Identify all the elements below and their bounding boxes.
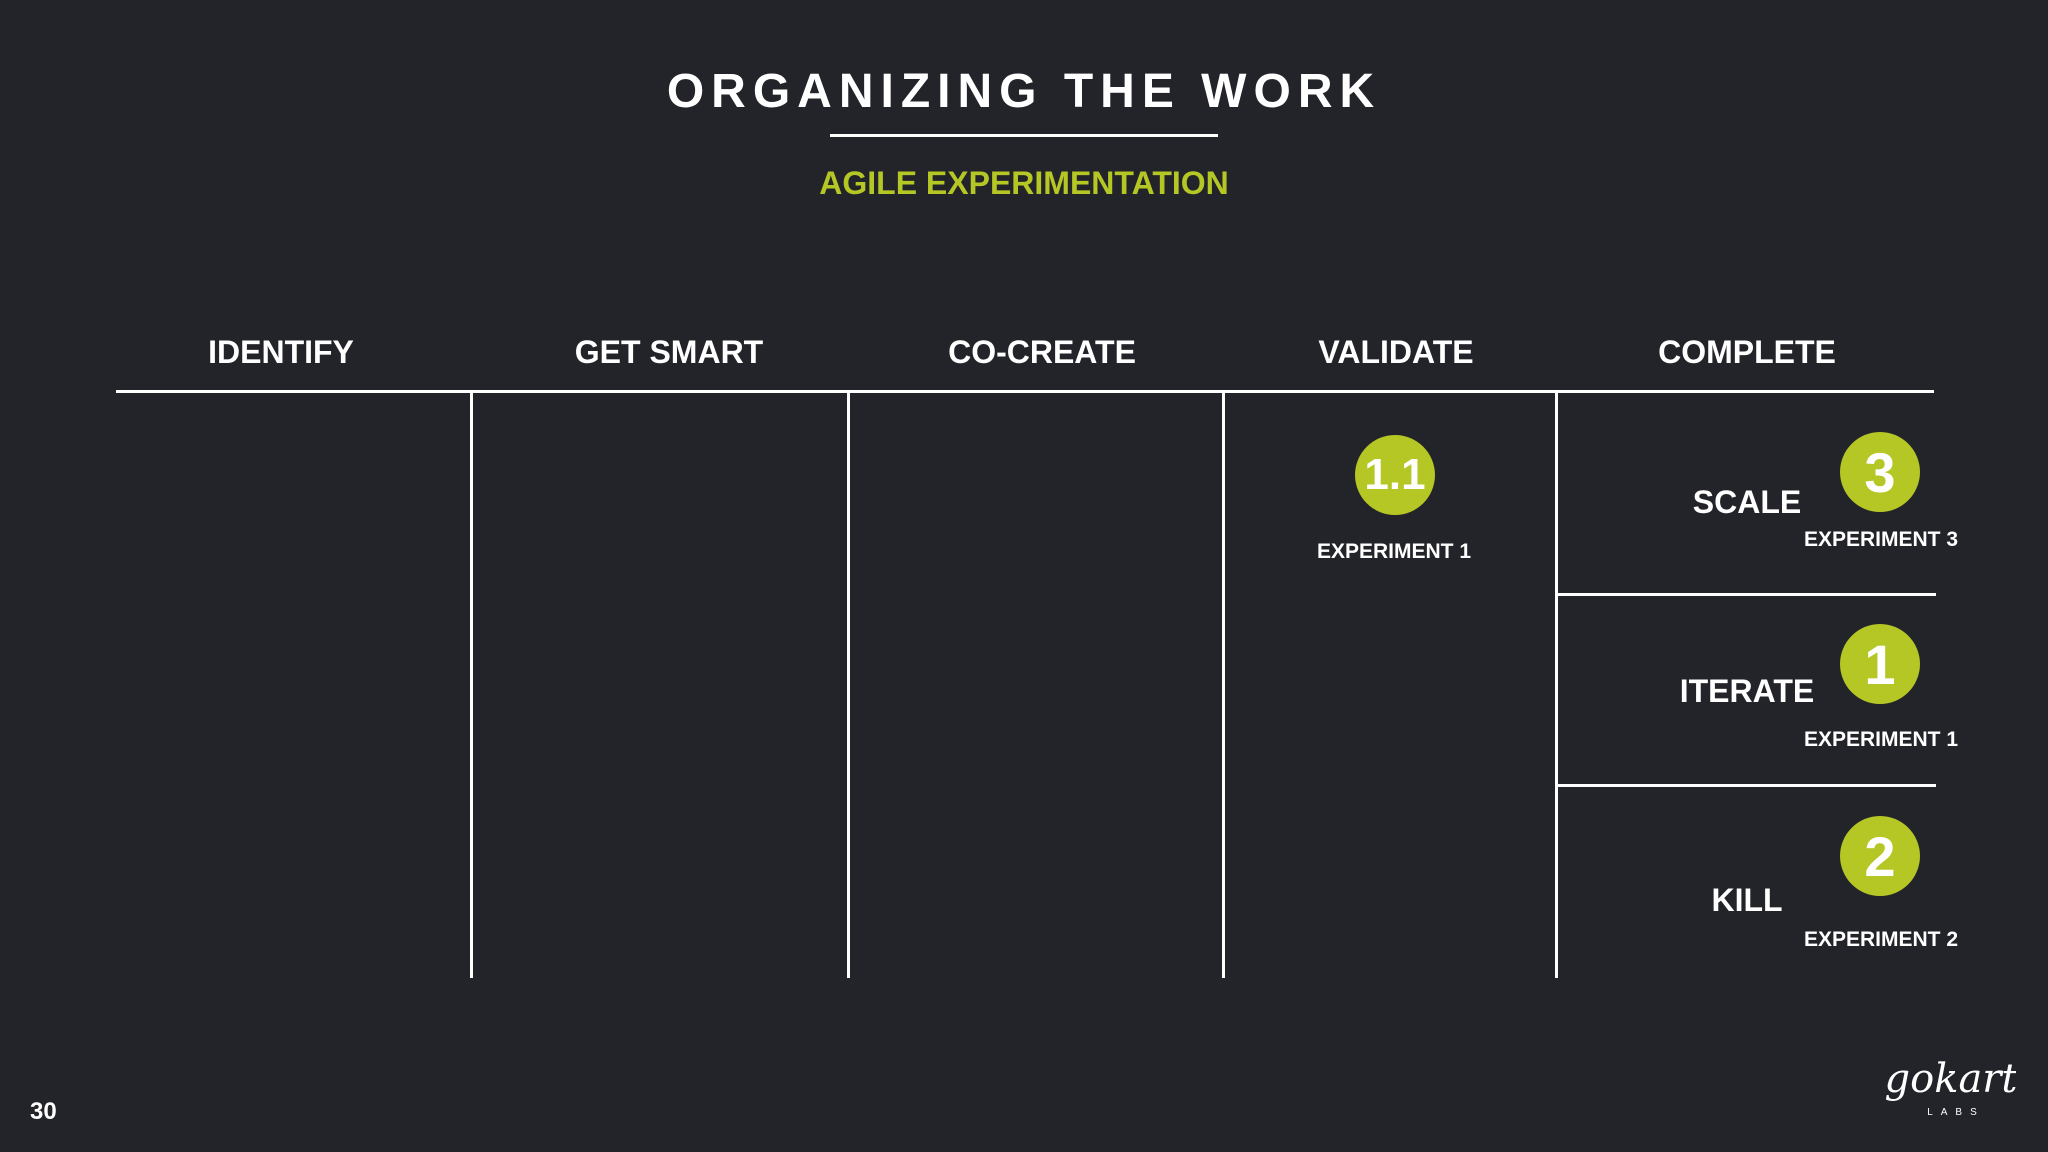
experiment-label-kill: EXPERIMENT 2 [1803,928,1959,951]
experiment-badge-iterate: 1 [1840,624,1920,704]
logo-sub: LABS [1927,1107,1985,1118]
column-divider-1 [470,391,473,978]
experiment-badge-kill: 2 [1840,816,1920,896]
title-underline [830,134,1218,137]
column-header-complete: COMPLETE [1658,334,1836,370]
outcome-scale: SCALE [1692,484,1802,520]
outcome-kill: KILL [1711,882,1783,918]
slide-subtitle: AGILE EXPERIMENTATION [819,165,1229,201]
page-number: 30 [30,1098,57,1125]
gokart-labs-logo: gokart LABS [1886,1058,2016,1118]
complete-row-divider-2 [1556,784,1936,787]
column-divider-3 [1222,391,1225,978]
complete-row-divider-1 [1556,593,1936,596]
experiment-badge-validate: 1.1 [1355,435,1435,515]
slide-title: ORGANIZING THE WORK [666,65,1382,118]
experiment-label-scale: EXPERIMENT 3 [1803,528,1959,551]
outcome-iterate: ITERATE [1679,673,1815,709]
column-header-co-create: CO-CREATE [948,334,1136,370]
experiment-badge-scale: 3 [1840,432,1920,512]
column-header-identify: IDENTIFY [208,334,354,370]
logo-wordmark: gokart [1886,1058,2016,1102]
column-divider-4 [1555,391,1558,978]
column-header-get-smart: GET SMART [574,334,764,370]
column-divider-2 [847,391,850,978]
header-divider-line [116,390,1934,393]
experiment-label-validate: EXPERIMENT 1 [1316,540,1472,563]
column-header-validate: VALIDATE [1318,334,1474,370]
experiment-label-iterate: EXPERIMENT 1 [1803,728,1959,751]
